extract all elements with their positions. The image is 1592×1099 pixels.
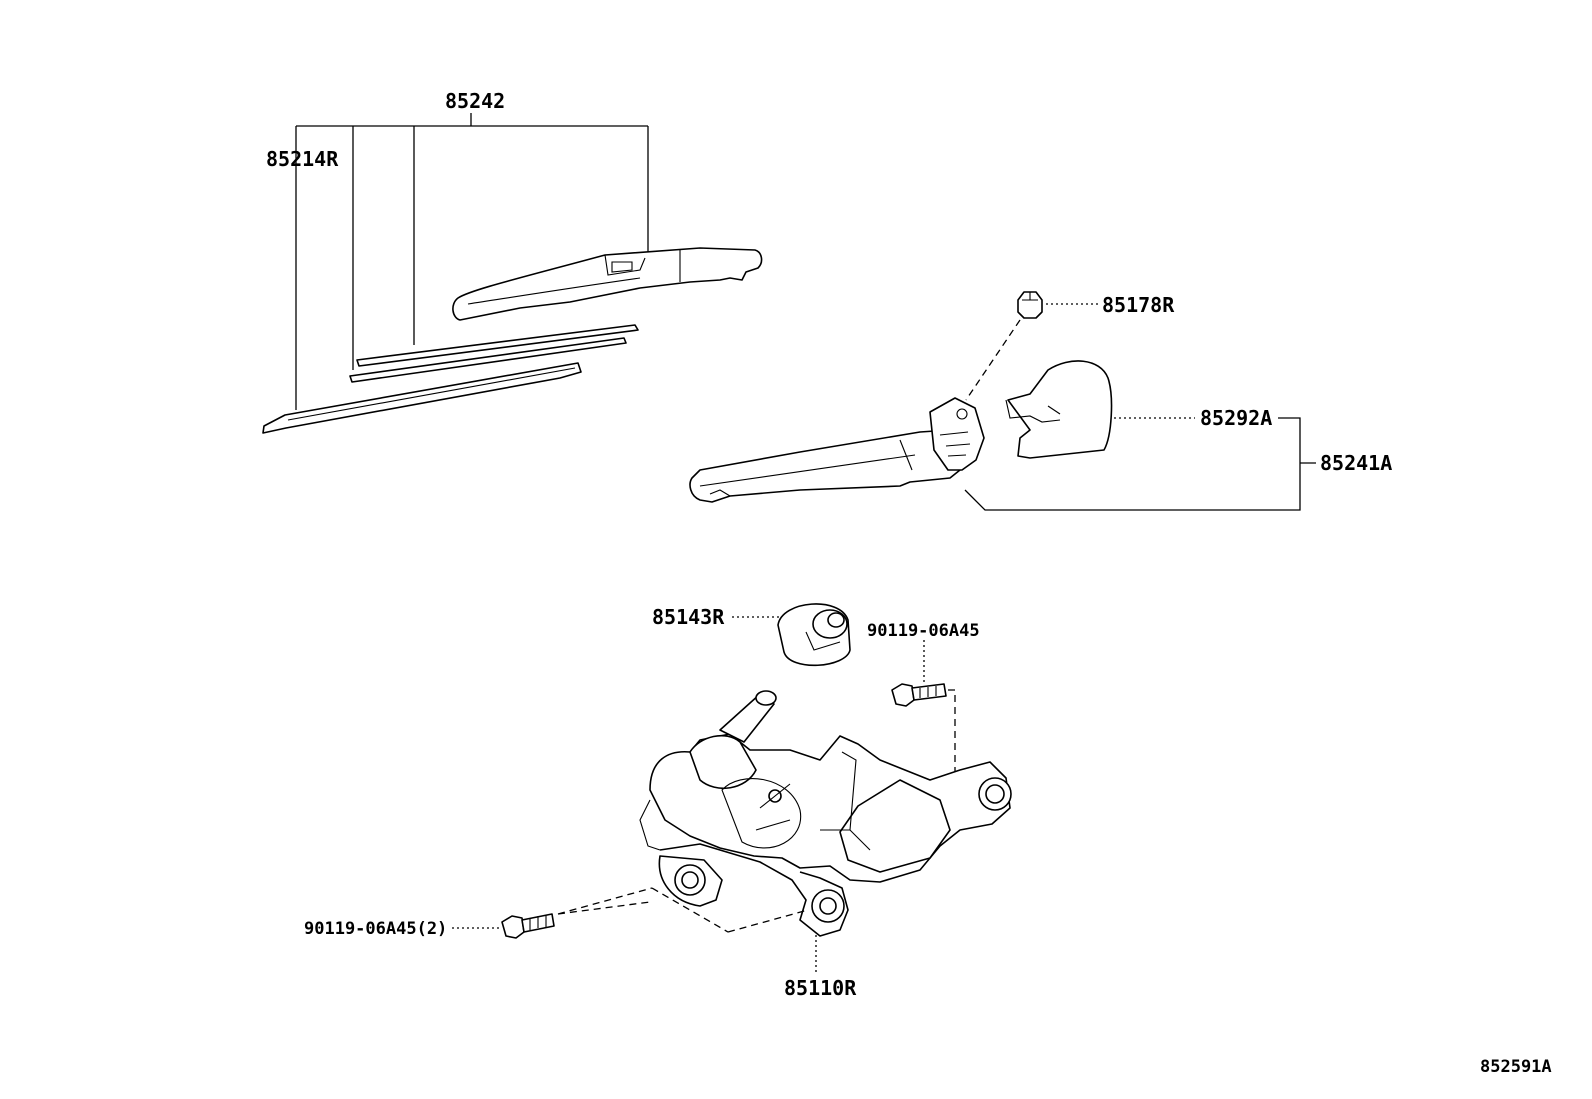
pivot-cap-85292A	[1007, 360, 1113, 459]
leader-85241A	[964, 417, 1316, 511]
wiper-arm-group	[689, 291, 1316, 511]
wiper-blade-group	[262, 113, 763, 434]
leader-85242	[295, 113, 649, 410]
blade-rubber-85214R	[262, 362, 582, 434]
label-85241A: 85241A	[1320, 451, 1392, 475]
label-85242: 85242	[445, 89, 505, 113]
bolt-dashed-lines	[557, 887, 809, 933]
bolt-90119-top	[891, 683, 947, 707]
motor-bracket	[659, 843, 849, 937]
label-85292A: 85292A	[1200, 406, 1272, 430]
arm-pivot-head	[929, 397, 985, 471]
wiper-motor-group	[452, 603, 1012, 972]
blade-rubber-strip	[356, 324, 639, 367]
label-85110R: 85110R	[784, 976, 857, 1000]
label-85214R: 85214R	[266, 147, 339, 171]
label-90119-06A45: 90119-06A45	[867, 621, 980, 641]
nut-dashed-line	[965, 319, 1021, 401]
nut-85178R	[1017, 291, 1043, 319]
label-85178R: 85178R	[1102, 293, 1175, 317]
grommet-85143R	[777, 603, 851, 667]
label-90119-06A45-2: 90119-06A45(2)	[304, 919, 447, 939]
blade-frame	[452, 247, 763, 321]
bolt-90119-bottom	[501, 913, 555, 939]
label-85143R: 85143R	[652, 605, 725, 629]
diagram-reference-number: 852591A	[1480, 1057, 1552, 1077]
wiper-arm	[689, 429, 961, 503]
